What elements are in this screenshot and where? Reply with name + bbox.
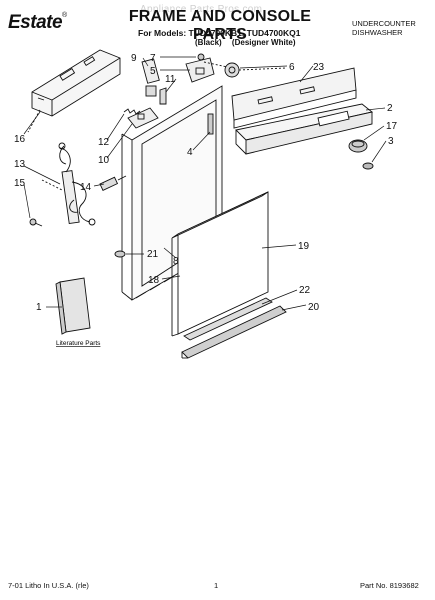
part-22-trim [183,297,273,341]
footer-litho: 7-01 Litho In U.S.A. (rle) [8,581,89,590]
callout-23: 23 [313,62,325,73]
callout-5: 5 [150,66,156,77]
literature-parts-label: Literature Parts [56,340,101,347]
footer-part-number: Part No. 8193682 [360,581,419,590]
models-line: For Models: TUD4700KB1, TUD4700KQ1 [138,28,301,38]
part-10-latch-plate [127,107,159,129]
part-19-door-panel [171,191,269,337]
callout-7: 7 [150,53,156,64]
callout-4: 4 [187,147,193,158]
parts-diagram: 9 7 5 11 6 23 16 12 10 13 15 14 4 2 17 3… [14,49,398,359]
part-3-button [362,162,374,170]
callout-8: 8 [173,256,179,267]
callout-16: 16 [14,134,26,145]
part-15-screw [29,218,43,227]
callout-15: 15 [14,178,26,189]
part-1-literature [55,277,91,335]
part-21-foot [114,250,126,258]
brand-trademark: ® [62,12,67,19]
callout-1: 1 [36,302,42,313]
callout-12: 12 [98,137,110,148]
callout-14: 14 [80,182,92,193]
part-17-knob [348,139,368,153]
part-20-trim [181,305,287,359]
part-9-hinge [141,58,160,97]
color-variants: (Black) (Designer White) [195,38,303,47]
callout-10: 10 [98,155,110,166]
callout-22: 22 [299,285,311,296]
callout-3: 3 [388,136,394,147]
callout-labels: 9 7 5 11 6 23 16 12 10 13 15 14 4 2 17 3… [14,53,398,347]
page-title: FRAME AND CONSOLE PARTS [128,8,312,43]
callout-20: 20 [308,302,320,313]
callout-2: 2 [387,103,393,114]
part-12-spring [123,108,141,115]
part-2-panel [235,103,374,155]
color-black: (Black) [195,38,222,47]
brand-name: Estate [8,12,63,33]
category-line-1: UNDERCOUNTER [352,19,416,28]
part-7-screw [197,53,205,61]
callout-17: 17 [386,121,398,132]
watermark: Appliance Parts Pros.com [140,4,263,15]
category-line-2: DISHWASHER [352,28,403,37]
part-16-bracket [31,49,121,117]
color-white: (Designer White) [231,38,296,47]
brand-logo: Estate® [8,12,67,34]
part-23-console [231,67,357,129]
callout-6: 6 [289,62,295,73]
part-5-latch [185,57,215,83]
callout-13: 13 [14,159,26,170]
callout-19: 19 [298,241,310,252]
part-11-clip [159,87,167,105]
part-6-switch [224,62,287,78]
callout-21: 21 [147,249,159,260]
product-category: UNDERCOUNTER DISHWASHER [352,19,416,37]
callout-9: 9 [131,53,137,64]
part-13-harness [58,142,96,226]
footer-page-number: 1 [214,581,219,590]
callout-11: 11 [165,74,176,85]
callout-18: 18 [148,275,160,286]
